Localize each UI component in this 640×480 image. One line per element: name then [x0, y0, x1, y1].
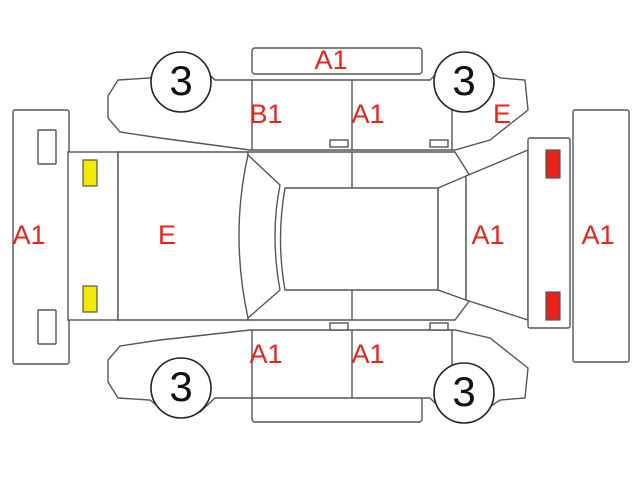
mark-rear-right-door: A1	[249, 339, 282, 369]
front-left-lamp	[545, 149, 561, 179]
right-side-body	[107, 322, 529, 413]
bottom-side-strip	[251, 395, 423, 423]
tire-rear-right: 3	[150, 357, 212, 419]
mark-front-left-door: A1	[351, 99, 384, 129]
mark-left-front-fender: E	[493, 99, 511, 129]
car-top-view	[67, 137, 571, 329]
tire-rear-left: 3	[150, 51, 212, 113]
tire-front-left: 3	[433, 51, 495, 113]
tire-front-right-rating: 3	[452, 368, 475, 415]
mark-rear-left-door: B1	[249, 99, 282, 129]
tire-rear-right-rating: 3	[169, 363, 192, 410]
mark-trunk-lid: E	[158, 220, 176, 250]
mark-front-right-door: A1	[351, 339, 384, 369]
front-bumper-panel	[572, 109, 630, 363]
mark-front-bumper: A1	[581, 220, 614, 250]
rear-left-lamp	[82, 159, 98, 187]
mark-windshield: A1	[471, 220, 504, 250]
top-side-strip	[251, 47, 423, 75]
tire-front-right: 3	[433, 362, 495, 424]
tire-front-left-rating: 3	[452, 57, 475, 104]
front-right-lamp	[545, 291, 561, 321]
rear-right-lamp	[82, 285, 98, 313]
tire-rear-left-rating: 3	[169, 57, 192, 104]
mark-rear-bumper: A1	[12, 220, 45, 250]
mark-roof-top: A1	[314, 45, 347, 75]
